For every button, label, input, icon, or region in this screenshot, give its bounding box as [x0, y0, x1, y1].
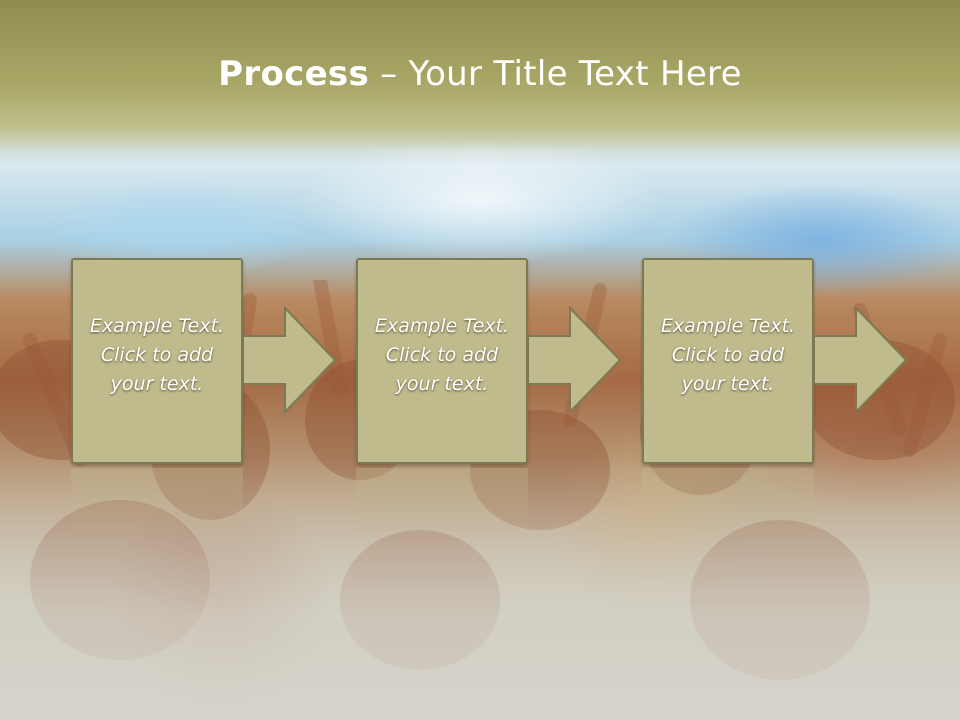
step-2-reflection	[356, 468, 528, 538]
process-step-1[interactable]: Example Text. Click to add your text.	[71, 258, 243, 464]
process-arrow-1	[243, 306, 337, 414]
title-band	[0, 0, 960, 150]
process-step-2[interactable]: Example Text. Click to add your text.	[356, 258, 528, 464]
step-2-line-1: Example Text.	[374, 315, 510, 337]
step-3-text[interactable]: Example Text. Click to add your text.	[644, 312, 812, 399]
step-2-text[interactable]: Example Text. Click to add your text.	[358, 312, 526, 399]
step-1-text[interactable]: Example Text. Click to add your text.	[73, 312, 241, 399]
title-rest-text: – Your Title Text Here	[369, 54, 742, 94]
step-1-line-1: Example Text.	[89, 315, 225, 337]
step-3-line-3: your text.	[681, 373, 775, 395]
slide-title[interactable]: Process – Your Title Text Here	[0, 54, 960, 94]
step-2-line-3: your text.	[395, 373, 489, 395]
bottom-fade-overlay	[0, 460, 960, 720]
process-step-3[interactable]: Example Text. Click to add your text.	[642, 258, 814, 464]
step-3-reflection	[642, 468, 814, 538]
step-1-line-2: Click to add	[100, 344, 214, 366]
step-2-line-2: Click to add	[385, 344, 499, 366]
step-3-line-2: Click to add	[671, 344, 785, 366]
step-3-line-1: Example Text.	[660, 315, 796, 337]
title-bold-text: Process	[218, 54, 370, 94]
step-1-line-3: your text.	[110, 373, 204, 395]
process-arrow-2	[528, 306, 622, 414]
step-1-reflection	[71, 468, 243, 538]
process-arrow-3	[814, 306, 908, 414]
